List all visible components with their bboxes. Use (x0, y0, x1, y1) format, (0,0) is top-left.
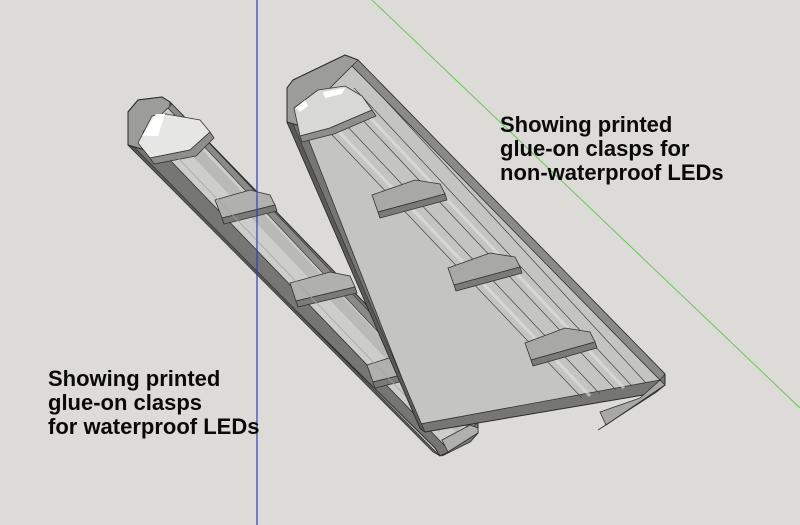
left-annotation-line-2: glue-on clasps (48, 390, 203, 415)
left-clasp-2[interactable] (214, 189, 278, 225)
left-clasp-5[interactable] (441, 424, 479, 457)
right-led-channel-model[interactable] (286, 54, 666, 433)
right-clasp-5[interactable] (597, 379, 666, 431)
left-annotation-line-1: Showing printed (48, 366, 221, 391)
right-annotation-line-2: glue-on clasps for (500, 136, 690, 161)
right-clasp-4[interactable] (524, 327, 598, 367)
green-axis-line (371, 0, 800, 409)
left-led-channel-model[interactable] (127, 96, 479, 457)
right-clasp-3[interactable] (447, 252, 523, 292)
left-clasp-3[interactable] (289, 271, 358, 308)
right-annotation-line-3: non-waterproof LEDs (500, 160, 724, 185)
right-clasp-2[interactable] (371, 179, 448, 219)
right-annotation-line-1: Showing printed (500, 112, 673, 137)
left-annotation-line-3: for waterproof LEDs (48, 414, 260, 439)
